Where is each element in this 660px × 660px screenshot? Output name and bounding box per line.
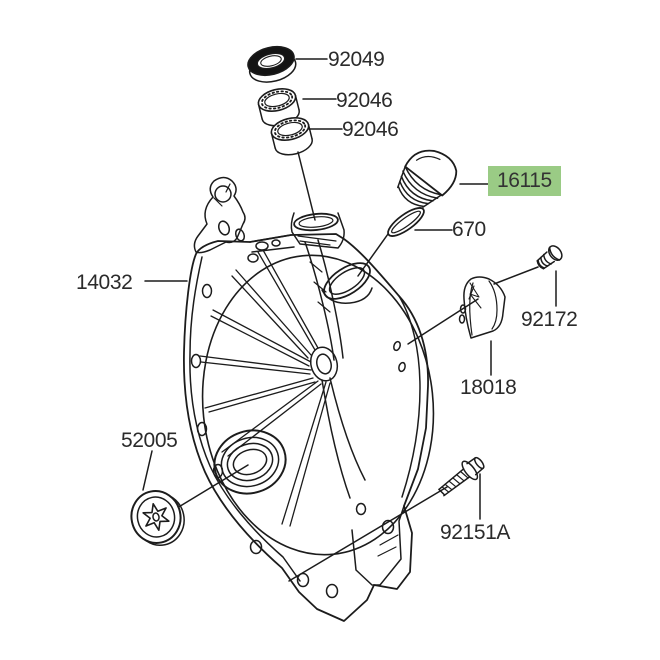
guard-plate-illustration [458, 276, 506, 339]
part-label-16115-highlighted[interactable]: 16115 [488, 166, 561, 197]
screw-illustration [536, 245, 563, 270]
oil-filler-cap-illustration [397, 149, 458, 208]
leader-lines [142, 58, 557, 582]
part-label-18018: 18018 [460, 376, 517, 399]
clutch-cover-illustration [183, 176, 435, 622]
bushing-lower-illustration [270, 117, 313, 156]
part-label-92046-lower: 92046 [342, 118, 399, 141]
part-label-92049: 92049 [328, 48, 385, 71]
part-label-670: 670 [452, 218, 486, 241]
part-label-52005: 52005 [121, 429, 178, 452]
part-label-14032: 14032 [76, 271, 133, 294]
o-ring-illustration [387, 207, 425, 237]
part-label-92151A: 92151A [440, 521, 511, 544]
bushing-upper-illustration [257, 88, 300, 127]
oil-seal-illustration [247, 45, 297, 83]
part-label-92172: 92172 [521, 308, 578, 331]
flange-bolt-illustration [438, 456, 485, 497]
sight-gauge-illustration [130, 490, 185, 546]
part-label-92046-upper: 92046 [336, 89, 393, 112]
